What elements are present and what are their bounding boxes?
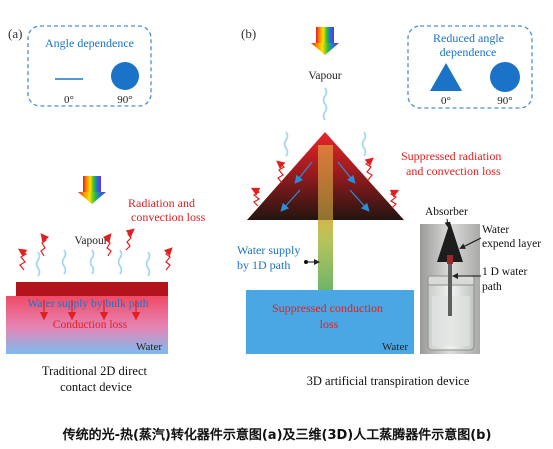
device-photo (420, 222, 480, 354)
vapour-wave-b (322, 87, 328, 121)
heat-loss-arrows-a (18, 228, 173, 271)
bulk-water-a (6, 296, 168, 354)
water-supply-label-b: Water supply by 1D path (237, 243, 303, 272)
bulk-water-b (246, 290, 414, 354)
water-column-in-cone (318, 145, 333, 220)
conduction-arrows-a (39, 300, 141, 321)
vapour-waves-a (35, 249, 151, 277)
legend-a-angle90: 90° (117, 94, 132, 106)
legend-b-angle0: 0° (441, 95, 451, 107)
absorber-pointer (444, 218, 451, 228)
absorber-label: Absorber (425, 206, 468, 218)
legend-a-circle (111, 62, 139, 90)
radiation-text-a: Radiation and convection loss (128, 196, 206, 224)
legend-b-angle90: 90° (497, 95, 512, 107)
legend-box-a (27, 25, 152, 107)
legend-b-triangle (430, 63, 462, 91)
panel-a-label: (a) (8, 26, 22, 41)
caption-a: Traditional 2D direct contact device (42, 364, 150, 394)
sunlight-arrow-a (78, 176, 106, 204)
legend-box-b (407, 25, 533, 109)
water-distribution-arrows-b (280, 161, 370, 212)
figure-caption: 传统的光-热(蒸汽)转化器件示意图(a)及三维(3D)人工蒸腾器件示意图(b) (62, 427, 492, 443)
caption-b: 3D artificial transpiration device (307, 374, 470, 388)
legend-b-title: Reduced angle dependence (433, 31, 507, 59)
legend-b-circle (490, 62, 520, 92)
water-path-label: 1 D water path (482, 266, 530, 293)
radiation-text-b: Suppressed radiation and convection loss (401, 149, 504, 178)
conduction-label-a: Conduction loss (53, 319, 128, 331)
expend-layer-label: Water expend layer (482, 224, 541, 250)
heat-loss-arrows-b (250, 157, 400, 209)
water-label-b: Water (382, 341, 408, 353)
expend-layer-pointer (459, 237, 482, 249)
absorber-slab-a (16, 282, 168, 296)
panel-b-label: (b) (241, 26, 256, 41)
vapour-label-a: Vapour (74, 235, 107, 247)
water-label-a: Water (136, 341, 162, 353)
conduction-label-b: Suppressed conduction loss (272, 301, 386, 331)
legend-a-angle0: 0° (64, 94, 74, 106)
legend-a-title: Angle dependence (45, 36, 134, 50)
vapour-label-b: Vapour (308, 70, 341, 82)
vapour-waves-b (283, 131, 367, 157)
sunlight-arrow-b (311, 27, 339, 55)
water-supply-label-a: Water supply by bulk path (27, 298, 148, 310)
